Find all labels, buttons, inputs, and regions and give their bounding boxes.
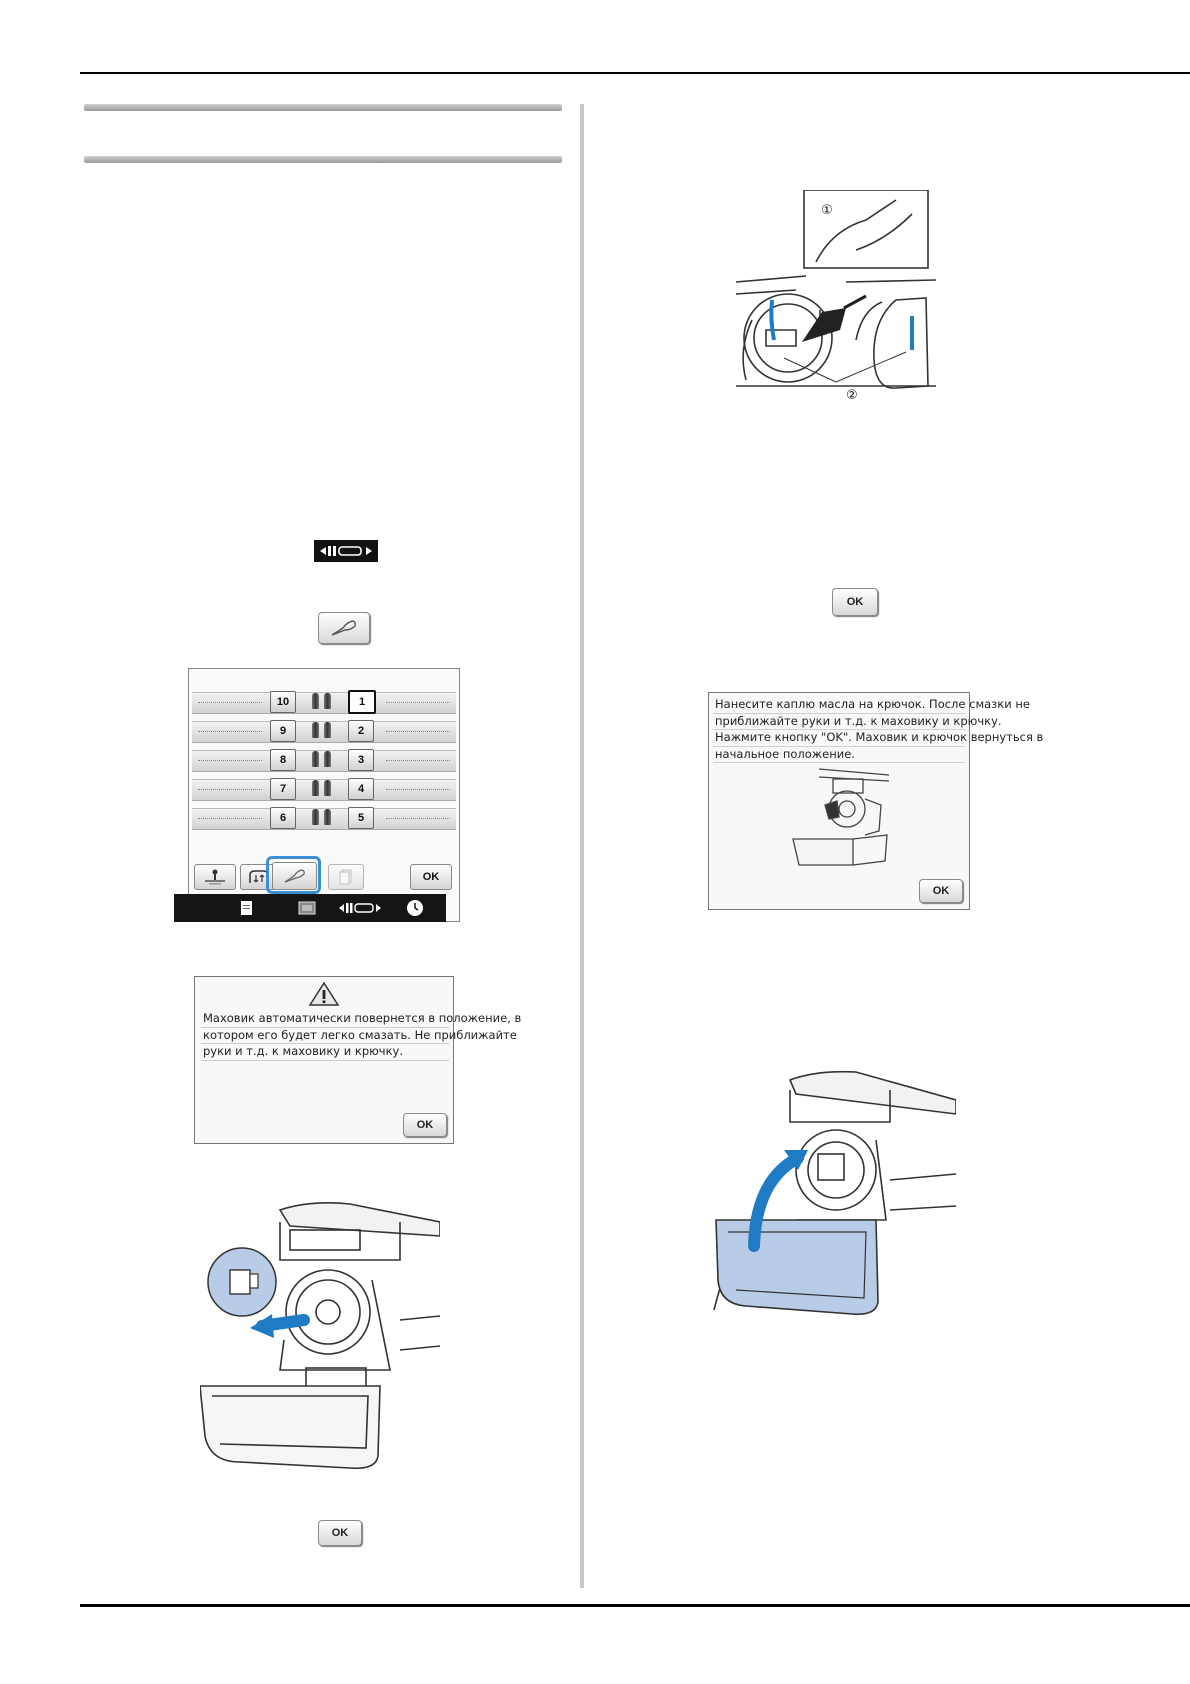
- needle-button-7[interactable]: 7: [270, 778, 296, 800]
- needle-button-10[interactable]: 10: [270, 691, 296, 713]
- pages-icon: [339, 869, 352, 885]
- spool-icon: [312, 809, 319, 825]
- spool-icon: [324, 751, 331, 767]
- needle-button-5[interactable]: 5: [348, 807, 374, 829]
- needle-bar-status-icon[interactable]: [338, 901, 382, 915]
- top-rule: [80, 72, 1190, 74]
- screen-oil-button[interactable]: [272, 862, 317, 890]
- blue-cover: [715, 1219, 879, 1316]
- screen-ok-button[interactable]: OK: [410, 864, 452, 890]
- oil-can-icon: [331, 620, 356, 636]
- warning-message: Маховик автоматически повернется в полож…: [201, 1011, 521, 1061]
- message-line: Нанесите каплю масла на крючок. После см…: [713, 697, 1030, 714]
- needle-bar-glyph-icon: [320, 546, 372, 556]
- hook-oil-thumbnail: [792, 768, 890, 866]
- spool-icon: [312, 751, 319, 767]
- needle-button-6[interactable]: 6: [270, 807, 296, 829]
- spool-icon: [312, 693, 319, 709]
- close-direction-arrow-icon: [748, 1152, 804, 1252]
- needle-button-4[interactable]: 4: [348, 778, 374, 800]
- needle-position-button[interactable]: [194, 864, 236, 890]
- hook-cover-close-illustration: [713, 1070, 956, 1316]
- message-line: приближайте руки и т.д. к маховику и крю…: [713, 714, 1002, 730]
- spool-icon: [312, 722, 319, 738]
- apply-oil-ok-button[interactable]: OK: [919, 879, 963, 903]
- message-line: руки и т.д. к маховику и крючку.: [201, 1044, 449, 1061]
- ok-button[interactable]: OK: [318, 1520, 362, 1546]
- oil-can-icon: [284, 869, 305, 883]
- spool-icon: [324, 780, 331, 796]
- column-divider: [580, 104, 584, 1588]
- warning-triangle-icon: [308, 981, 340, 1006]
- hook-cover-open-illustration: [200, 1202, 440, 1470]
- needle-button-9[interactable]: 9: [270, 720, 296, 742]
- callout-1: ①: [821, 203, 833, 218]
- needle-bar-icon[interactable]: [314, 540, 378, 562]
- warning-ok-button[interactable]: OK: [403, 1113, 447, 1137]
- ok-button[interactable]: OK: [832, 588, 878, 616]
- status-bar: [174, 894, 446, 922]
- message-line: начальное положение.: [713, 747, 965, 763]
- apply-oil-dialog: Нанесите каплю масла на крючок. После см…: [708, 692, 1043, 910]
- spool-icon: [324, 722, 331, 738]
- message-line: Нажмите кнопку "OK". Маховик и крючок ве…: [713, 730, 1043, 747]
- bottom-rule: [80, 1604, 1190, 1607]
- needle-button-1[interactable]: 1: [348, 690, 376, 714]
- spool-change-button[interactable]: [328, 864, 364, 890]
- warning-dialog: Маховик автоматически повернется в полож…: [194, 976, 521, 1144]
- needle-button-2[interactable]: 2: [348, 720, 374, 742]
- message-line: Маховик автоматически повернется в полож…: [201, 1011, 521, 1028]
- needle-button-8[interactable]: 8: [270, 749, 296, 771]
- section-bar-top: [84, 104, 562, 111]
- spool-icon: [324, 693, 331, 709]
- oil-maintenance-button[interactable]: [318, 612, 370, 644]
- callout-2: ②: [846, 388, 858, 403]
- message-line: котором его будет легко смазать. Не приб…: [201, 1028, 517, 1044]
- thread-rows: 10 1 9 2 8 3 7 4 6 5: [174, 668, 460, 922]
- section-bar-bottom: [84, 156, 562, 163]
- spool-icon: [312, 780, 319, 796]
- oil-button-highlight: [266, 856, 321, 894]
- spool-icon: [324, 809, 331, 825]
- needle-button-3[interactable]: 3: [348, 749, 374, 771]
- clock-icon[interactable]: [406, 899, 424, 917]
- document-icon: [241, 901, 252, 915]
- apply-oil-message: Нанесите каплю масла на крючок. После см…: [713, 697, 1043, 763]
- oil-hook-illustration: [736, 190, 936, 389]
- embroidery-frame-icon: [298, 901, 316, 915]
- needle-position-icon: [205, 869, 225, 885]
